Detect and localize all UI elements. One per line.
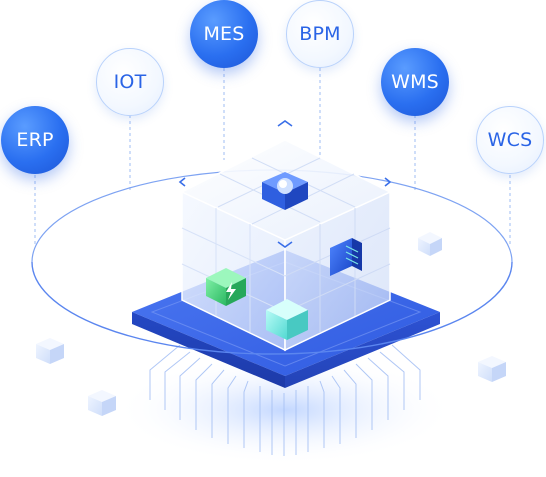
top-node-cube <box>262 172 308 210</box>
connector-lines <box>34 68 511 245</box>
circuit-lines <box>149 344 421 456</box>
node-bpm[interactable]: BPM <box>286 0 354 68</box>
green-cube <box>206 268 246 306</box>
node-wcs[interactable]: WCS <box>476 106 544 174</box>
node-iot[interactable]: IOT <box>96 48 164 116</box>
chevron-markers <box>178 120 392 248</box>
node-mes[interactable]: MES <box>190 0 258 68</box>
node-wms[interactable]: WMS <box>381 48 449 116</box>
floating-cubes <box>36 232 506 416</box>
cyan-cube <box>266 299 308 340</box>
orbit-ring-front <box>31 261 513 355</box>
platform-glow <box>115 355 455 465</box>
node-erp[interactable]: ERP <box>1 106 69 174</box>
chip-cube <box>330 238 362 276</box>
